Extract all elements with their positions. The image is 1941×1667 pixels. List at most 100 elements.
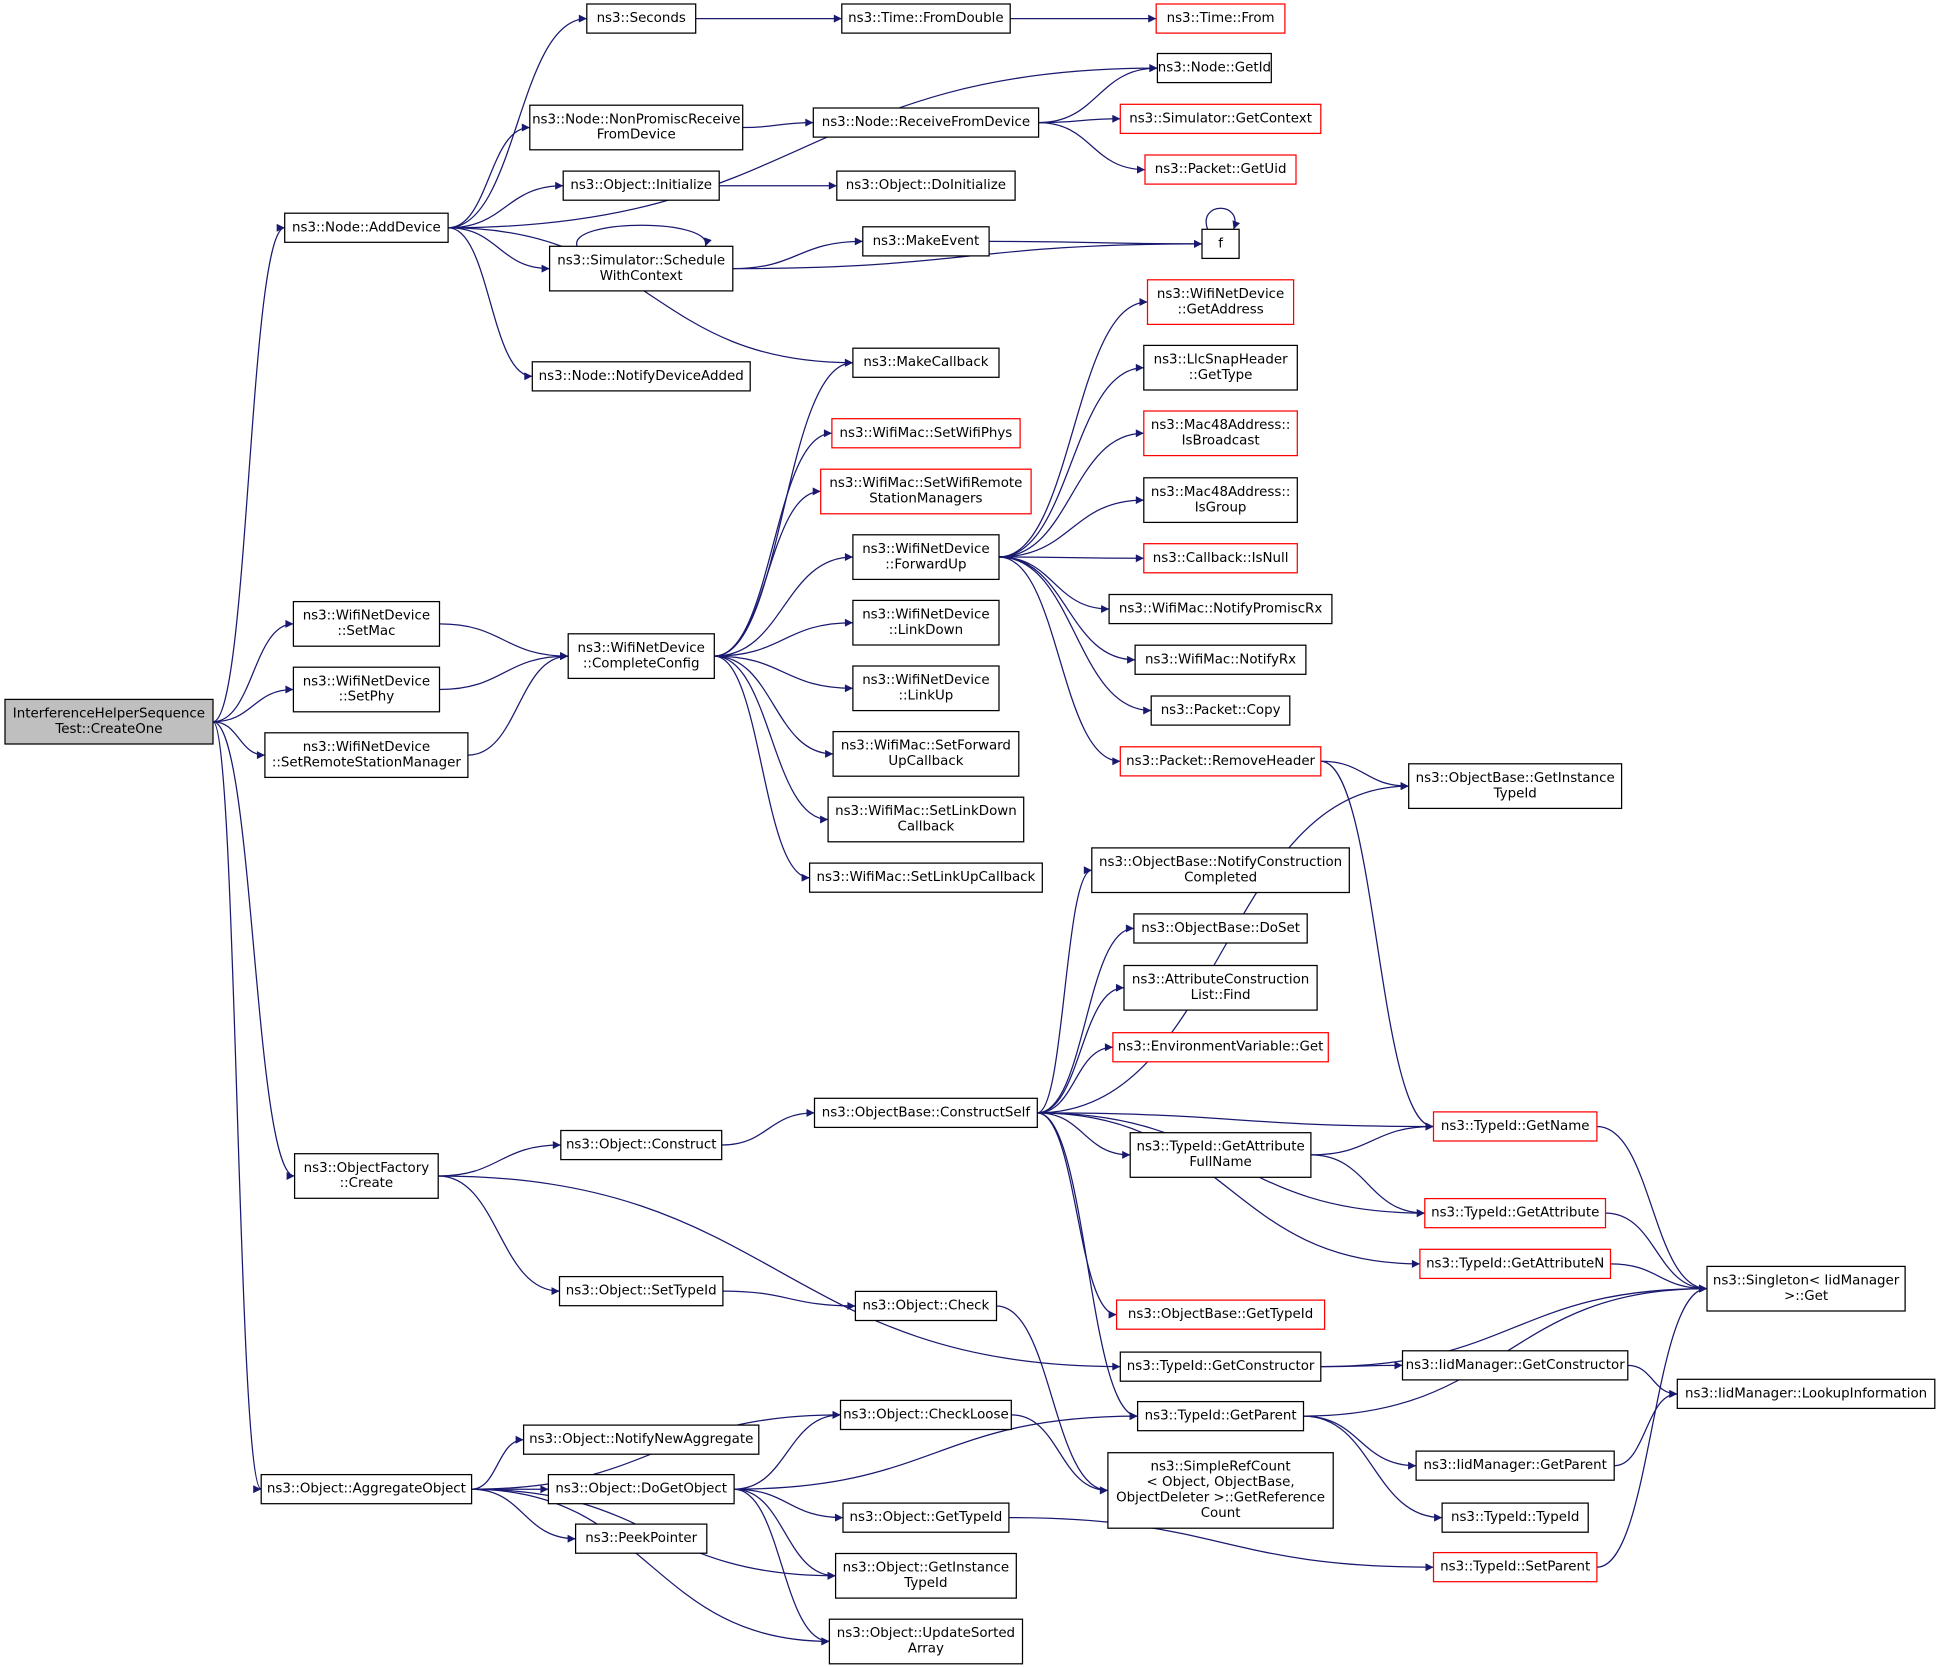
edge-n_objconstruct-to-n_constructself [721, 1108, 815, 1146]
node-box [812, 107, 1040, 138]
edge-n_completeconfig-to-n_forwardup [714, 553, 853, 657]
node-ns3-iidmanager-getconstructor[interactable]: ns3::IidManager::GetConstructor [1401, 1350, 1629, 1381]
node-ns3-wifinetdevice-setremotestationmanager[interactable]: ns3::WifiNetDevice::SetRemoteStationMana… [264, 732, 469, 779]
node-box [820, 468, 1032, 515]
node-ns3-wifimac-notifypromiscrx[interactable]: ns3::WifiMac::NotifyPromiscRx [1108, 593, 1333, 625]
node-box [560, 1129, 723, 1161]
node-ns3-wifinetdevice-completeconfig[interactable]: ns3::WifiNetDevice::CompleteConfig [567, 633, 715, 680]
node-ns3-packet-getuid[interactable]: ns3::Packet::GetUid [1144, 154, 1297, 185]
edge-n_nonprom-to-n_recvfromdev [742, 118, 814, 129]
node-ns3-object-aggregateobject[interactable]: ns3::Object::AggregateObject [260, 1473, 473, 1505]
node-ns3-simulator-getcontext[interactable]: ns3::Simulator::GetContext [1119, 103, 1322, 135]
node-ns3-node-getid[interactable]: ns3::Node::GetId [1156, 52, 1272, 84]
node-ns3-simplerefcount-object-objectbase-objectdeleter-getreferencecount[interactable]: ns3::SimpleRefCount< Object, ObjectBase,… [1107, 1452, 1334, 1529]
node-label: FromDevice [597, 128, 676, 143]
node-ns3-environmentvariable-get[interactable]: ns3::EnvironmentVariable::Get [1112, 1032, 1329, 1063]
node-ns3-wifimac-setlinkupcallback[interactable]: ns3::WifiMac::SetLinkUpCallback [808, 862, 1043, 893]
edge-n_objgettypeid-to-n_settparent [1008, 1516, 1434, 1572]
node-ns3-node-receivefromdevice[interactable]: ns3::Node::ReceiveFromDevice [812, 107, 1040, 138]
node-label: UpCallback [888, 754, 963, 769]
node-ns3-typeid-getattributen[interactable]: ns3::TypeId::GetAttributeN [1419, 1248, 1612, 1280]
node-ns3-iidmanager-lookupinformation[interactable]: ns3::IidManager::LookupInformation [1676, 1378, 1936, 1410]
node-ns3-typeid-getattribute[interactable]: ns3::TypeId::GetAttribute [1424, 1197, 1607, 1229]
node-ns3-wifinetdevice-getaddress[interactable]: ns3::WifiNetDevice::GetAddress [1146, 279, 1295, 326]
node-label: ns3::Object::CheckLoose [843, 1407, 1009, 1422]
edge-path [1596, 1284, 1708, 1568]
node-ns3-object-doinitialize[interactable]: ns3::Object::DoInitialize [836, 170, 1016, 201]
node-ns3-object-checkloose[interactable]: ns3::Object::CheckLoose [839, 1399, 1012, 1431]
node-box [1432, 1111, 1598, 1142]
node-ns3-time-fromdouble[interactable]: ns3::Time::FromDouble [841, 3, 1011, 34]
node-ns3-typeid-getconstructor[interactable]: ns3::TypeId::GetConstructor [1119, 1351, 1322, 1382]
node-box [1143, 543, 1298, 574]
node-ns3-iidmanager-getparent[interactable]: ns3::IidManager::GetParent [1415, 1450, 1615, 1481]
node-ns3-wifinetdevice-setphy[interactable]: ns3::WifiNetDevice::SetPhy [292, 666, 441, 713]
edge-path [1037, 782, 1409, 1114]
node-box [1155, 3, 1286, 34]
node-ns3-typeid-getparent[interactable]: ns3::TypeId::GetParent [1136, 1400, 1305, 1432]
edge-n_typeidgetparent-to-n_typeidtypeid [1303, 1415, 1443, 1522]
edge-n_forwardup-to-n_notifypromrx [998, 556, 1110, 613]
node-ns3-object-dogetobject[interactable]: ns3::Object::DoGetObject [547, 1473, 735, 1505]
node-ns3-callback-isnull[interactable]: ns3::Callback::IsNull [1143, 543, 1298, 574]
node-ns3-packet-removeheader[interactable]: ns3::Packet::RemoveHeader [1119, 746, 1322, 777]
node-ns3-typeid-setparent[interactable]: ns3::TypeId::SetParent [1432, 1551, 1598, 1583]
edge-path [438, 1141, 561, 1177]
node-ns3-wifimac-notifyrx[interactable]: ns3::WifiMac::NotifyRx [1134, 644, 1307, 675]
node-ns3-makecallback[interactable]: ns3::MakeCallback [852, 347, 1000, 378]
edge-path [1037, 1112, 1420, 1268]
edge-n_forwardup-to-n_isgroup [998, 496, 1144, 558]
edge-n_constructself-to-n_notifyconstruct [1037, 866, 1093, 1114]
node-ns3-object-check[interactable]: ns3::Object::Check [854, 1290, 998, 1322]
node-ns3-seconds[interactable]: ns3::Seconds [586, 3, 697, 34]
node-ns3-node-notifydeviceadded[interactable]: ns3::Node::NotifyDeviceAdded [531, 361, 751, 392]
node-ns3-time-from[interactable]: ns3::Time::From [1155, 3, 1286, 34]
edge-n_constructself-to-n_getname [1037, 1112, 1434, 1131]
node-interferencehelpersequencetest-createone[interactable]: InterferenceHelperSequenceTest::CreateOn… [4, 698, 214, 745]
edge-n_iidgetconstructor-to-n_lookupinfo [1627, 1364, 1678, 1398]
edge-n_constructself-to-n_objbasegettypeid [1037, 1112, 1117, 1319]
node-ns3-typeid-getname[interactable]: ns3::TypeId::GetName [1432, 1111, 1598, 1142]
node-box [260, 1473, 473, 1505]
node-ns3-peekpointer[interactable]: ns3::PeekPointer [574, 1523, 708, 1554]
node-ns3-object-settypeid[interactable]: ns3::Object::SetTypeId [558, 1275, 724, 1307]
node-ns3-wifimac-setwifiremotestationmanagers[interactable]: ns3::WifiMac::SetWifiRemoteStationManage… [820, 468, 1032, 515]
node-ns3-singleton-iidmanager-get[interactable]: ns3::Singleton< IidManager >::Get [1706, 1265, 1906, 1312]
node-ns3-wifinetdevice-linkdown[interactable]: ns3::WifiNetDevice::LinkDown [852, 599, 1000, 646]
node-ns3-objectbase-notifyconstructioncompleted[interactable]: ns3::ObjectBase::NotifyConstructionCompl… [1091, 847, 1350, 894]
node-ns3-node-adddevice[interactable]: ns3::Node::AddDevice [284, 212, 449, 243]
node-ns3-object-notifynewaggregate[interactable]: ns3::Object::NotifyNewAggregate [522, 1424, 760, 1455]
node-f[interactable]: f [1201, 228, 1240, 260]
node-ns3-object-construct[interactable]: ns3::Object::Construct [560, 1129, 723, 1161]
node-label: ns3::IidManager::LookupInformation [1685, 1386, 1927, 1401]
node-ns3-packet-copy[interactable]: ns3::Packet::Copy [1150, 695, 1291, 726]
edge-n_removeheader-to-n_getinsttypeid [1320, 760, 1409, 791]
node-ns3-makeevent[interactable]: ns3::MakeEvent [862, 226, 990, 257]
node-ns3-object-gettypeid[interactable]: ns3::Object::GetTypeId [842, 1502, 1010, 1533]
node-ns3-wifinetdevice-linkup[interactable]: ns3::WifiNetDevice::LinkUp [852, 665, 1000, 712]
node-ns3-llcsnapheader-gettype[interactable]: ns3::LlcSnapHeader::GetType [1143, 344, 1298, 391]
node-ns3-objectfactory-create[interactable]: ns3::ObjectFactory::Create [293, 1153, 439, 1199]
node-ns3-mac48address-isbroadcast[interactable]: ns3::Mac48Address::IsBroadcast [1143, 410, 1298, 457]
node-ns3-wifinetdevice-setmac[interactable]: ns3::WifiNetDevice::SetMac [292, 600, 441, 647]
node-ns3-objectbase-doset[interactable]: ns3::ObjectBase::DoSet [1133, 913, 1308, 944]
node-ns3-wifimac-setwifiphys[interactable]: ns3::WifiMac::SetWifiPhys [831, 418, 1021, 449]
node-label: IsBroadcast [1182, 434, 1260, 449]
edge-n_adddevice-to-n_makecallback [448, 227, 853, 367]
node-label: ns3::TypeId::TypeId [1451, 1510, 1579, 1525]
node-ns3-objectbase-gettypeid[interactable]: ns3::ObjectBase::GetTypeId [1115, 1299, 1326, 1330]
node-ns3-mac48address-isgroup[interactable]: ns3::Mac48Address::IsGroup [1143, 477, 1298, 524]
node-ns3-object-initialize[interactable]: ns3::Object::Initialize [562, 170, 720, 201]
node-ns3-typeid-typeid[interactable]: ns3::TypeId::TypeId [1441, 1502, 1589, 1533]
node-ns3-objectbase-constructself[interactable]: ns3::ObjectBase::ConstructSelf [813, 1097, 1038, 1129]
node-ns3-wifinetdevice-forwardup[interactable]: ns3::WifiNetDevice::ForwardUp [852, 534, 1000, 581]
